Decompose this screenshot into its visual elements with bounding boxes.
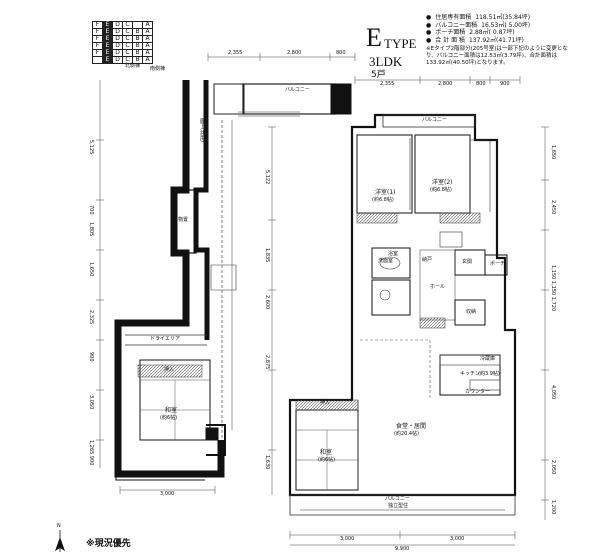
area-note: ※Eタイプ2階部分(205号室)は一部下記のように変更となり、バルコニー面積は1… (426, 46, 568, 66)
left-tatami-label: 和室 (165, 407, 178, 414)
floor-table-cell: A (142, 56, 153, 64)
bedroom-2-size: (約6.8帖) (430, 187, 452, 193)
oshiire-right-label: 押入 (320, 400, 331, 406)
dim-bottom-a: 3,000 (340, 536, 355, 542)
bedroom-1-label: 洋室(1) (375, 189, 396, 196)
left-dry-area-label: ドライエリア (150, 336, 180, 342)
dim-top-left-a: 2,355 (228, 50, 243, 56)
bedroom-2 (414, 134, 471, 214)
left-tatami-size: (約6帖) (160, 415, 178, 421)
dim-top-right-c: 800 (476, 81, 486, 87)
right-balcony-note: 独立型住 (388, 503, 409, 509)
dim-bottom-total: 9,900 (395, 546, 410, 552)
north-label: N (57, 523, 61, 529)
units-label: 5戸 (371, 70, 386, 80)
left-storage-box (173, 189, 197, 254)
right-balcony-top-label: バルコニー (422, 117, 447, 123)
tatami-right-label: 和室 (320, 449, 333, 456)
bath-label: 浴室 (388, 251, 399, 257)
left-storage-label: 物置 (178, 217, 189, 223)
bedroom-2-label: 洋室(2) (432, 179, 453, 186)
counter-label: カウンター (465, 389, 491, 395)
hall-label: ホール (430, 284, 446, 290)
floor-table-right-caption: 南側棟 (150, 66, 166, 72)
porch (484, 254, 508, 276)
priority-note: ※現況優先 (86, 539, 131, 549)
dim-top-right-b: 2,800 (438, 81, 453, 87)
wash-room (371, 279, 411, 316)
right-plan (268, 76, 549, 546)
entrance-label: 玄関 (462, 259, 473, 265)
floor-table-left-caption: 北側棟 (125, 63, 141, 69)
storage-label: 収納 (466, 309, 477, 315)
right-top-balcony (382, 114, 476, 128)
dim-top-right-a: 2,355 (380, 81, 395, 87)
tatami-right-size: (約6帖) (318, 457, 336, 463)
dim-top-right-d: 900 (500, 81, 510, 87)
type-word: TYPE (384, 36, 417, 51)
dim-top-left-b: 2,800 (287, 50, 302, 56)
wash-label: 洗面室 (378, 258, 394, 264)
porch-label: ポーチ (490, 261, 506, 267)
type-letter: E (366, 23, 382, 52)
ldk-label: 食堂・居間 (396, 423, 427, 430)
left-oshiire-label: 押入 (164, 367, 175, 373)
right-bottom-balcony (289, 494, 516, 516)
left-plan (96, 53, 356, 494)
north-arrow-icon (55, 530, 65, 552)
bath-room (371, 247, 411, 279)
ldk-size: (約20.4帖) (394, 431, 420, 437)
kitchen-size: (約3.9帖) (478, 371, 500, 377)
left-corridor-label: 廊下(共用) (199, 118, 205, 142)
wic-label: 納戸 (422, 257, 433, 263)
kitchen-label: キッチン (460, 371, 481, 377)
dim-top-left-c: 800 (336, 50, 346, 56)
layout-label: 3LDK (369, 54, 403, 69)
bedroom-1-size: (約6.8帖) (372, 197, 394, 203)
fridge-label: 冷蔵庫 (480, 356, 496, 362)
right-outer-wall (288, 113, 517, 497)
left-balcony-label: バルコニー (285, 87, 310, 93)
dim-bottom-b: 3,000 (450, 536, 465, 542)
right-balcony-bottom-label: バルコニー (385, 496, 410, 502)
dim-bottom-left: 3,000 (160, 491, 175, 497)
